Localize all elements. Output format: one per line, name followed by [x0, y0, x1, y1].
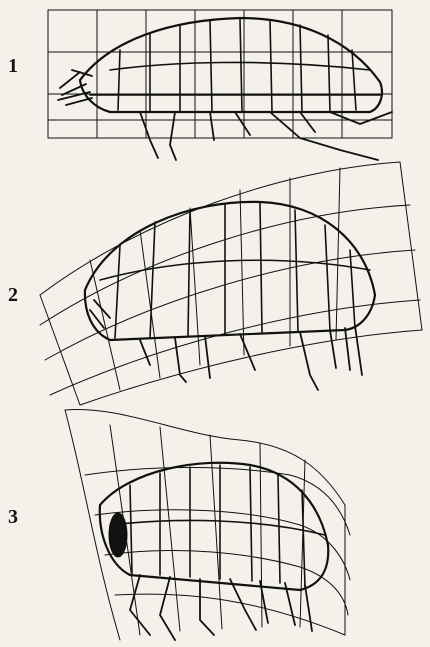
panel-2	[0, 150, 430, 420]
amphipod-drawing-3	[0, 395, 430, 647]
curved-grid	[40, 162, 422, 405]
amphipod-body-2	[85, 202, 375, 390]
amphipod-drawing-2	[0, 150, 430, 420]
panel-3	[0, 395, 430, 647]
rectangular-grid	[48, 10, 392, 138]
amphipod-body-3	[100, 463, 328, 640]
eye-icon	[109, 513, 127, 557]
